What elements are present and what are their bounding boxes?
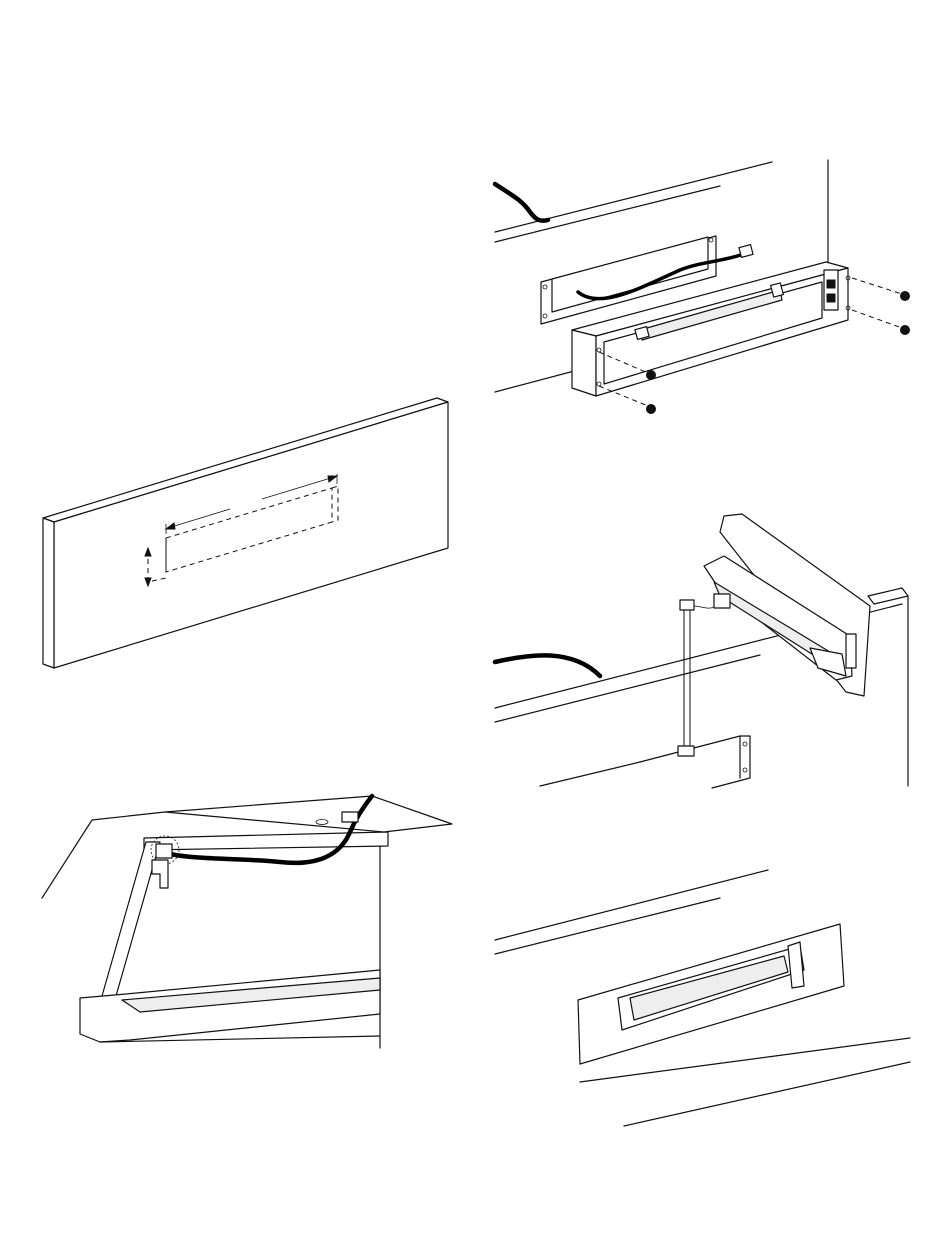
harness-plug-bottom-icon (678, 746, 694, 756)
drawer-front-bottom (80, 970, 380, 1042)
figure-box-mounting (495, 160, 910, 414)
screw-icon (901, 292, 910, 301)
screw-icon (647, 405, 656, 414)
mounting-clip (152, 860, 168, 888)
screw-icon (647, 371, 656, 380)
box-left-end (572, 330, 596, 396)
cutout-hole (743, 742, 747, 746)
cutout-hole (743, 768, 747, 772)
panel-front-face (54, 402, 448, 668)
handle-connector-icon (714, 594, 730, 608)
door-side-edge (98, 842, 160, 1010)
lower-cutout-edge (540, 736, 750, 788)
figure-handle-connection (495, 514, 908, 788)
cabinet-corner (868, 588, 908, 604)
screw-leader (852, 310, 902, 328)
screw-icon (901, 326, 910, 335)
ribbon-connector-icon (635, 327, 649, 340)
cabinet-rail (144, 832, 388, 850)
cabinet-front-edge-2 (495, 655, 760, 722)
handle-end-clip (846, 634, 856, 668)
cable-plug-icon (739, 245, 753, 258)
cabinet-top-edge-left (92, 812, 165, 820)
cabinet-edge-2 (495, 898, 720, 954)
power-cable-mid (495, 655, 600, 676)
harness-plug-top-icon (680, 600, 694, 610)
box-end-bracket (824, 270, 838, 310)
cabinet-diagonal-edge (42, 820, 92, 898)
cable-connector-icon (156, 844, 172, 858)
ribbon-connector-icon (771, 283, 784, 297)
power-cable-top (495, 184, 548, 221)
end-connector-icon (827, 294, 835, 302)
screw-leader (852, 278, 902, 294)
cable-grommet-icon (342, 812, 358, 822)
plug-leader (694, 604, 716, 608)
figure-installed-handle (495, 870, 910, 1126)
figure-panel-cutout (43, 398, 448, 668)
end-connector-icon (827, 280, 835, 288)
figure-cable-routing (42, 796, 452, 1048)
panel-side-face (43, 518, 54, 668)
cabinet-edge-top-1 (495, 162, 772, 232)
cabinet-edge-4 (624, 1062, 910, 1126)
cabinet-edge-bottom (495, 370, 578, 392)
cabinet-edge-1 (495, 870, 768, 940)
cabinet-top-surface (165, 796, 452, 832)
